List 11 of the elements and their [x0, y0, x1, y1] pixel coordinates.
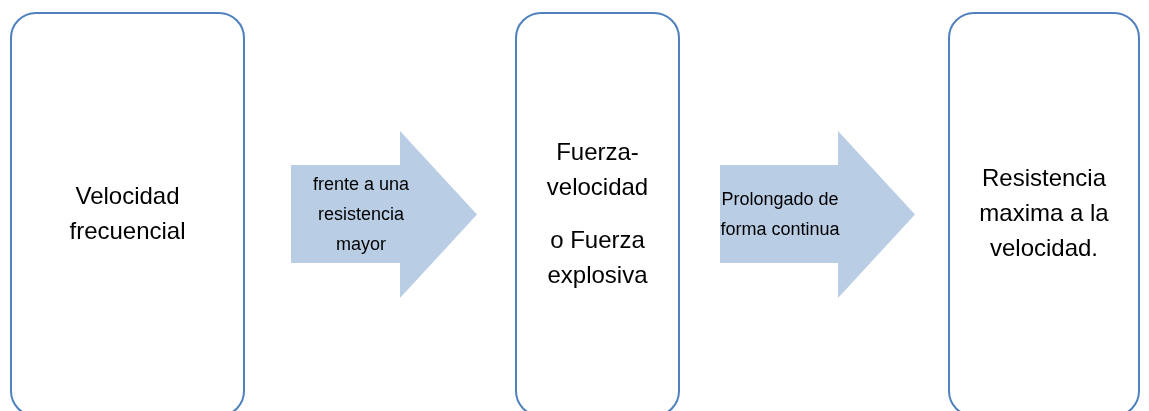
box-text: Resistencia maxima a la velocidad.: [978, 163, 1110, 263]
box-text: Velocidad frecuencial: [68, 180, 187, 246]
block-arrow: [291, 131, 477, 298]
process-box: [10, 12, 245, 411]
box-text: Fuerza- velocidad: [545, 136, 650, 202]
process-box: [948, 12, 1140, 411]
process-box: [515, 12, 680, 411]
box-text: o Fuerza explosiva: [546, 224, 649, 290]
block-arrow: [720, 131, 915, 298]
edge-label: Prolongado de forma continua: [720, 188, 840, 241]
edge-label: frente a una resistencia mayor: [311, 173, 411, 256]
